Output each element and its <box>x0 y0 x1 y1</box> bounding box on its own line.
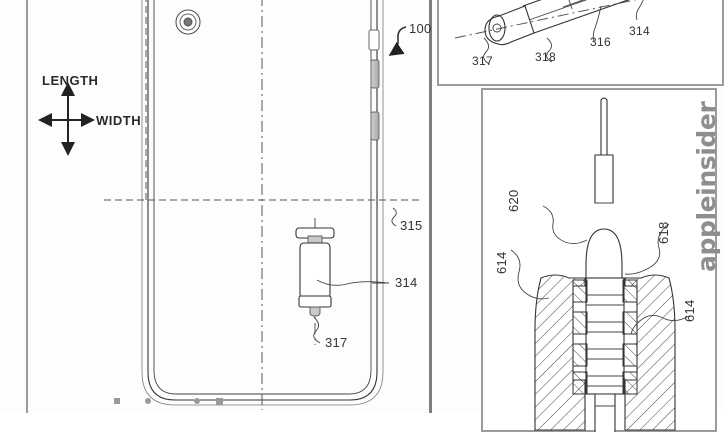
callout-100: 100 <box>409 21 432 36</box>
orientation-axis-legend <box>38 82 95 156</box>
callout-100-arrow <box>388 26 407 56</box>
perspective-detail-figure <box>454 0 644 65</box>
axis-label-length: LENGTH <box>42 73 99 88</box>
callout-314-detail: 314 <box>629 24 650 38</box>
callout-614-right: 614 <box>682 299 697 322</box>
bottom-port-marks <box>114 398 223 405</box>
callout-316: 316 <box>590 35 611 49</box>
sheet-left-rule <box>26 0 28 413</box>
panel-cross-section-detail <box>481 88 717 432</box>
haptic-module-assembly <box>295 218 389 345</box>
callout-317-main: 317 <box>325 335 348 350</box>
sheet-center-rule <box>429 0 432 413</box>
callout-315: 315 <box>400 218 423 233</box>
callout-618: 618 <box>656 221 671 244</box>
patent-drawing-sheet: LENGTH WIDTH 100 315 314 317 <box>26 0 724 432</box>
cross-section-detail-figure <box>510 97 690 432</box>
axis-label-width: WIDTH <box>96 113 142 128</box>
panel-perspective-detail <box>437 0 724 86</box>
callout-614-left: 614 <box>494 251 509 274</box>
callout-317-detail: 317 <box>472 54 493 68</box>
phone-rear-view-figure <box>104 0 420 410</box>
callout-314: 314 <box>395 275 418 290</box>
callout-620: 620 <box>506 189 521 212</box>
callout-318: 318 <box>535 50 556 64</box>
camera-lens-icon <box>175 9 201 35</box>
appleinsider-watermark: appleinsider <box>692 101 721 272</box>
